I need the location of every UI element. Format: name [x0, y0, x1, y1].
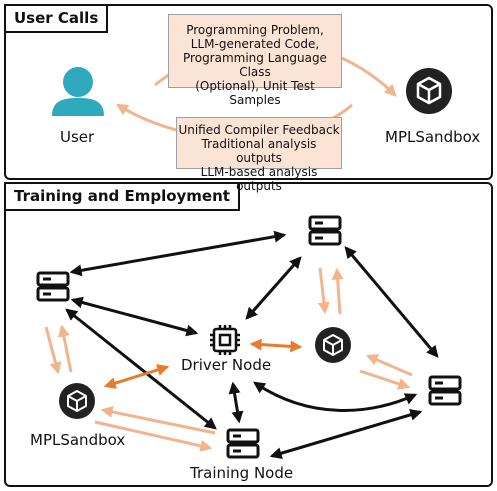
chip-icon [210, 325, 240, 355]
server-stack-icon [36, 271, 70, 302]
light-training-left [100, 406, 216, 435]
edge-driver-sandbox-right [249, 338, 303, 353]
user-label: User [60, 128, 95, 146]
server-stack-icon [428, 375, 462, 406]
light-s3-left [365, 354, 413, 377]
light-s3-right [359, 369, 411, 390]
response-note: Unified Compiler Feedback Traditional an… [176, 117, 342, 193]
request-line: Programming Language Class [183, 51, 327, 79]
request-line: LLM-generated Code, [190, 37, 320, 51]
response-line: Unified Compiler Feedback [178, 123, 340, 137]
cube-in-circle-icon [59, 383, 95, 419]
response-line: Traditional analysis outputs [201, 137, 317, 165]
training-title: Training and Employment [4, 182, 240, 211]
light-s1-down [44, 326, 62, 375]
request-note: Programming Problem, LLM-generated Code,… [168, 14, 342, 107]
driver-node-label: Driver Node [181, 356, 272, 374]
cube-in-circle-icon [315, 327, 351, 363]
light-s2-up [331, 267, 344, 315]
edge-driver-s3 [253, 381, 418, 412]
training-node-label: Training Node [190, 464, 294, 482]
response-line: LLM-based analysis outputs [200, 165, 318, 193]
server-stack-icon [226, 428, 260, 459]
request-line: Programming Problem, [186, 23, 324, 37]
top-sandbox-label: MPLSandbox [385, 128, 481, 146]
edge-training-s3 [269, 408, 423, 460]
user-icon [52, 67, 104, 116]
edge-driver-sandbox-left [103, 364, 170, 389]
light-training-right [94, 420, 213, 452]
edge-s2-driver [245, 256, 302, 320]
request-line: (Optional), Unit Test Samples [195, 79, 315, 107]
server-stack-icon [308, 215, 342, 246]
cube-in-circle-icon [406, 68, 452, 114]
light-s2-down [317, 267, 330, 315]
edge-s1-s2 [69, 230, 287, 277]
bottom-sandbox-label: MPLSandbox [30, 431, 126, 449]
light-s1-up [57, 324, 73, 373]
user-calls-title: User Calls [4, 4, 109, 33]
edge-driver-training [228, 381, 244, 424]
edge-s2-s3 [344, 246, 439, 358]
